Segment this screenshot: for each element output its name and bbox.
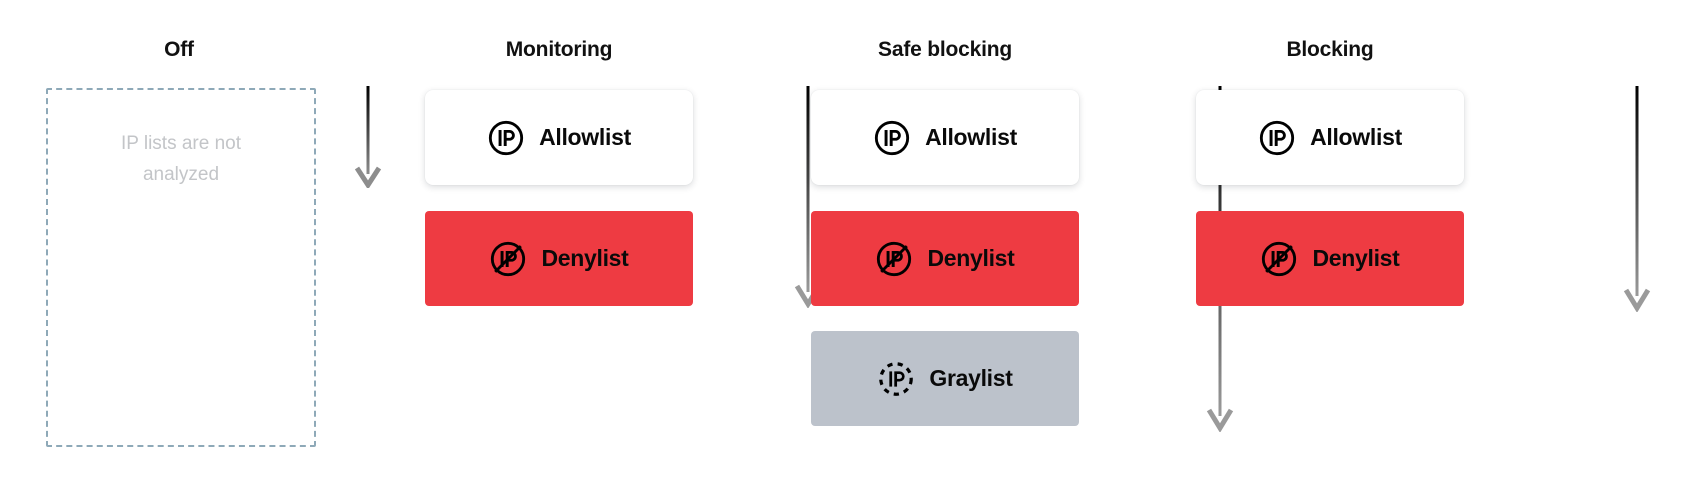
- column-title-blocking: Blocking: [1286, 38, 1374, 61]
- card-label: Allowlist: [539, 124, 631, 150]
- card-label: Denylist: [927, 245, 1015, 271]
- card-label: Graylist: [929, 365, 1013, 391]
- arrow-blocking-next: [1617, 86, 1657, 312]
- ip-circle-slash-icon: [875, 240, 913, 278]
- arrow-off-to-monitoring: [348, 86, 388, 188]
- card-denylist-safe-blocking[interactable]: Denylist: [811, 211, 1079, 306]
- card-label: Allowlist: [1310, 124, 1402, 150]
- column-title-monitoring: Monitoring: [505, 38, 613, 61]
- card-denylist-monitoring[interactable]: Denylist: [425, 211, 693, 306]
- arrow-down-icon: [1623, 86, 1651, 312]
- card-graylist-safe-blocking[interactable]: Graylist: [811, 331, 1079, 426]
- column-title-safe-blocking: Safe blocking: [878, 38, 1012, 61]
- empty-placeholder-off: IP lists are not analyzed: [46, 88, 316, 447]
- arrow-down-icon: [354, 86, 382, 188]
- column-title-off: Off: [164, 38, 194, 61]
- ip-circle-icon: [487, 119, 525, 157]
- card-denylist-blocking[interactable]: Denylist: [1196, 211, 1464, 306]
- ip-dashed-circle-icon: [877, 360, 915, 398]
- card-label: Allowlist: [925, 124, 1017, 150]
- ip-circle-slash-icon: [1260, 240, 1298, 278]
- card-label: Denylist: [541, 245, 629, 271]
- card-allowlist-monitoring[interactable]: Allowlist: [425, 90, 693, 185]
- card-allowlist-blocking[interactable]: Allowlist: [1196, 90, 1464, 185]
- ip-circle-icon: [873, 119, 911, 157]
- card-label: Denylist: [1312, 245, 1400, 271]
- ip-circle-icon: [1258, 119, 1296, 157]
- ip-circle-slash-icon: [489, 240, 527, 278]
- empty-placeholder-text: IP lists are not analyzed: [120, 133, 242, 185]
- card-allowlist-safe-blocking[interactable]: Allowlist: [811, 90, 1079, 185]
